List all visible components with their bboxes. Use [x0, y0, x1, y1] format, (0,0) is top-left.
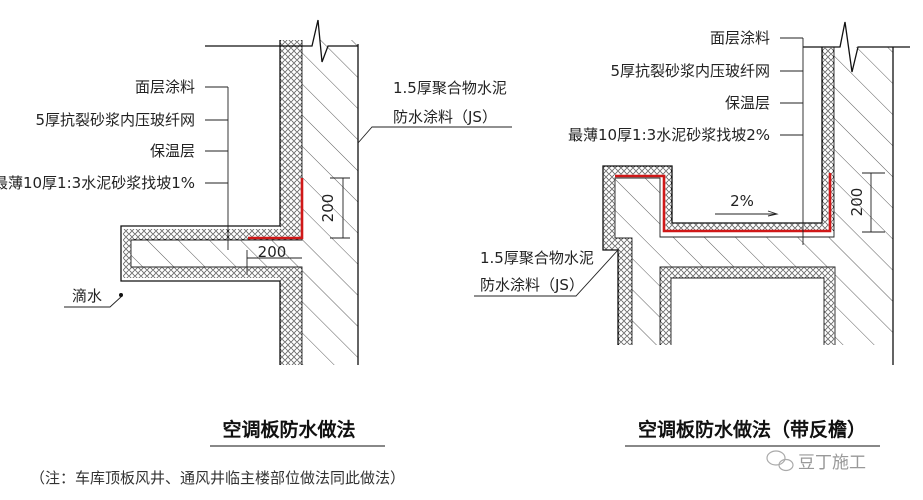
left-title: 空调板防水做法: [222, 418, 355, 441]
label-slope-mortar: 最薄10厚1:3水泥砂浆找坡1%: [0, 174, 195, 192]
label-waterproof-1: 1.5厚聚合物水泥: [480, 249, 594, 267]
left-detail: 面层涂料 5厚抗裂砂浆内压玻纤网 保温层 最薄10厚1:3水泥砂浆找坡1% 1.…: [0, 19, 512, 447]
label-anticrack-mortar: 5厚抗裂砂浆内压玻纤网: [610, 62, 770, 80]
right-detail: 面层涂料 5厚抗裂砂浆内压玻纤网 保温层 最薄10厚1:3水泥砂浆找坡2% 2%…: [474, 21, 910, 447]
insulation: [603, 47, 834, 345]
insulation-slab: [123, 229, 302, 278]
label-anticrack-mortar: 5厚抗裂砂浆内压玻纤网: [35, 111, 195, 129]
layer-labels: 面层涂料 5厚抗裂砂浆内压玻纤网 保温层 最薄10厚1:3水泥砂浆找坡1%: [0, 78, 195, 192]
layer-labels: 面层涂料 5厚抗裂砂浆内压玻纤网 保温层 最薄10厚1:3水泥砂浆找坡2%: [568, 29, 770, 144]
label-slope-mortar: 最薄10厚1:3水泥砂浆找坡2%: [568, 126, 770, 144]
label-waterproof-2: 防水涂料（JS）: [480, 276, 584, 294]
label-finish-coat: 面层涂料: [710, 29, 770, 47]
wall-concrete: [302, 40, 358, 365]
slope-label: 2%: [730, 192, 754, 210]
wechat-icon: [766, 450, 794, 472]
dim-horizontal-200: 200: [258, 243, 287, 261]
label-insulation: 保温层: [725, 94, 770, 112]
label-finish-coat: 面层涂料: [135, 78, 195, 96]
label-waterproof-1: 1.5厚聚合物水泥: [393, 79, 507, 97]
waterproof-layer-line: [248, 178, 304, 240]
dim-vertical-200: 200: [319, 194, 337, 223]
waterproof-layer-line: [615, 173, 832, 233]
insulation-wall-lower: [280, 277, 302, 365]
watermark-text: 豆丁施工: [798, 453, 866, 473]
wall-concrete: [615, 47, 893, 345]
right-title: 空调板防水做法（带反檐）: [638, 418, 866, 441]
label-waterproof-2: 防水涂料（JS）: [393, 108, 497, 126]
insulation-underside: [660, 267, 835, 345]
footnote: （注：车库顶板风井、通风井临主楼部位做法同此做法）: [30, 469, 405, 487]
insulation-wall-upper: [280, 40, 302, 230]
dim-vertical-200: 200: [848, 188, 866, 217]
label-drip: 滴水: [72, 287, 102, 305]
slab-concrete: [131, 240, 302, 267]
watermark: 豆丁施工: [766, 450, 866, 473]
label-insulation: 保温层: [150, 142, 195, 160]
